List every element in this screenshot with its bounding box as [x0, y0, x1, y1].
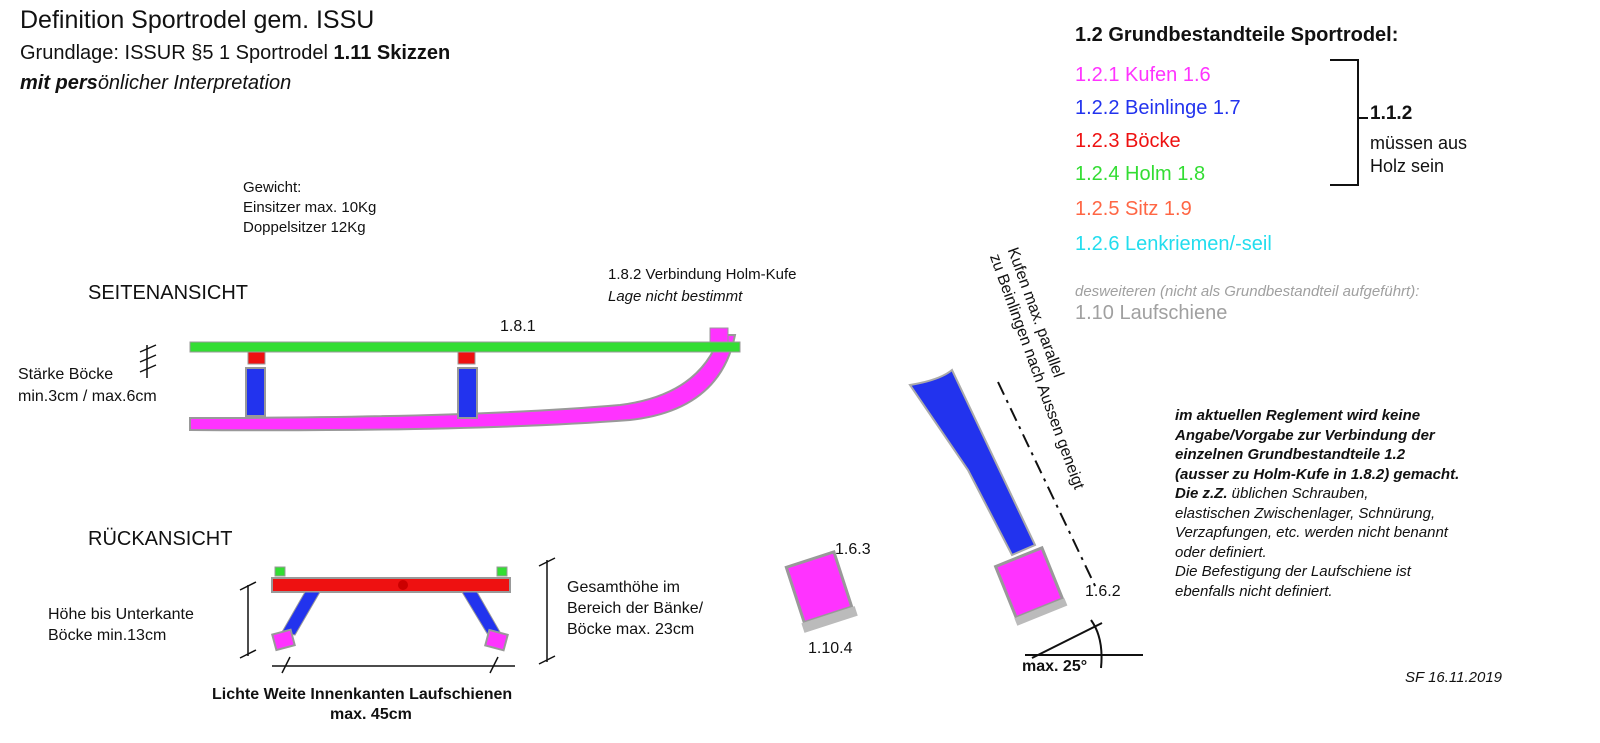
back-view-title: RÜCKANSICHT: [88, 528, 233, 550]
beinling-left: [281, 591, 321, 636]
angle-label: max. 25°: [1022, 658, 1088, 675]
connection-note: Lage nicht bestimmt: [608, 288, 743, 305]
weight-single: Einsitzer max. 10Kg: [243, 199, 377, 216]
note-line: Die Befestigung der Laufschiene ist: [1175, 563, 1411, 580]
subtitle-section: 1.11 Skizzen: [333, 42, 451, 64]
legend-item-holm: 1.2.4 Holm 1.8: [1075, 163, 1206, 185]
bock-left: [247, 351, 266, 365]
thickness-range: min.3cm / max.6cm: [18, 388, 157, 405]
page-title: Definition Sportrodel gem. ISSU: [20, 6, 375, 34]
beinling-right: [461, 591, 501, 636]
note-line: ebenfalls nicht definiert.: [1175, 582, 1333, 600]
holm-bar: [189, 341, 741, 353]
note-bold-part: Die z.Z.: [1175, 485, 1228, 502]
note-line: oder definiert.: [1175, 543, 1267, 561]
beinling-left: [245, 367, 266, 417]
subtitle: Grundlage: ISSUR §5 1 Sportrodel 1.11 Sk…: [20, 42, 450, 65]
bock-crossbar: [271, 577, 511, 593]
legend-title: 1.2 Grundbestandteile Sportrodel:: [1075, 24, 1399, 46]
note-rest-part: üblichen Schrauben,: [1227, 485, 1369, 502]
legend-item-beinlinge: 1.2.2 Beinlinge 1.7: [1075, 97, 1241, 119]
legend-item-kufen: 1.2.1 Kufen 1.6: [1075, 64, 1211, 86]
width-label: Lichte Weite Innenkanten Laufschienen: [212, 686, 513, 703]
regulation-note: im aktuellen Reglement wird keine Angabe…: [1175, 406, 1459, 601]
runner-tip: [709, 327, 729, 343]
legend-item-boecke: 1.2.3 Böcke: [1075, 130, 1181, 152]
weight-block: Gewicht: Einsitzer max. 10Kg Doppelsitze…: [243, 178, 376, 238]
label-1-10-4: 1.10.4: [808, 640, 853, 657]
note-line: Die z.Z. üblichen Schrauben,: [1175, 484, 1459, 504]
note-line: einzelnen Grundbestandteile 1.2: [1175, 446, 1406, 463]
height-value: Böcke min.13cm: [48, 627, 167, 644]
total-height-c: Böcke max. 23cm: [567, 621, 695, 638]
label-1-6-3: 1.6.3: [835, 541, 871, 558]
connection-label: 1.8.2 Verbindung Holm-Kufe: [608, 266, 797, 283]
width-value: max. 45cm: [330, 706, 412, 723]
signature-date: SF 16.11.2019: [1405, 669, 1503, 686]
height-label: Höhe bis Unterkante: [48, 606, 194, 623]
subtitle-rest: önlicher Interpretation: [97, 72, 292, 94]
legend-item-sitz: 1.2.5 Sitz 1.9: [1075, 198, 1192, 220]
further-note: desweiteren (nicht als Grundbestandteil …: [1075, 283, 1420, 300]
thickness-label: Stärke Böcke: [18, 366, 114, 383]
rail-label: 1.10 Laufschiene: [1075, 302, 1228, 324]
bracket-text-a: müssen aus: [1370, 133, 1468, 153]
legend-bracket: [1330, 59, 1368, 186]
weight-label: Gewicht:: [243, 179, 302, 196]
legend-item-lenkriemen: 1.2.6 Lenkriemen/-seil: [1075, 233, 1272, 255]
note-line: Verzapfungen, etc. werden nicht benannt: [1175, 524, 1448, 541]
note-line: Angabe/Vorgabe zur Verbindung der: [1175, 426, 1435, 444]
thickness-dimension: [139, 344, 157, 378]
total-height-a: Gesamthöhe im: [567, 579, 680, 596]
bracket-text-b: Holz sein: [1370, 156, 1445, 176]
beinling-right: [457, 367, 478, 419]
parallel-guide: [997, 381, 1098, 591]
holm-label: 1.8.1: [500, 318, 536, 335]
total-height-b: Bereich der Bänke/: [567, 600, 704, 617]
note-line: elastischen Zwischenlager, Schnürung,: [1175, 504, 1436, 522]
side-view-title: SEITENANSICHT: [88, 282, 249, 304]
side-view-drawing: [139, 327, 741, 432]
back-view-drawing: [239, 557, 556, 674]
label-1-6-2: 1.6.2: [1085, 583, 1121, 600]
bracket-label: 1.1.2: [1370, 103, 1413, 124]
bock-right: [457, 351, 476, 365]
note-line: im aktuellen Reglement wird keine: [1175, 407, 1421, 424]
subtitle-basis: Grundlage: ISSUR §5 1 Sportrodel: [20, 42, 328, 64]
total-height: Gesamthöhe im Bereich der Bänke/ Böcke m…: [567, 577, 703, 640]
rail-detail-drawing: [784, 549, 858, 633]
subtitle-interpretation: mit persönlicher Interpretation: [20, 72, 291, 95]
subtitle-bold: mit pers: [20, 72, 98, 94]
note-line: (ausser zu Holm-Kufe in 1.8.2) gemacht.: [1175, 465, 1460, 483]
weight-double: Doppelsitzer 12Kg: [243, 219, 366, 236]
tilted-runner-drawing: [908, 368, 1143, 669]
